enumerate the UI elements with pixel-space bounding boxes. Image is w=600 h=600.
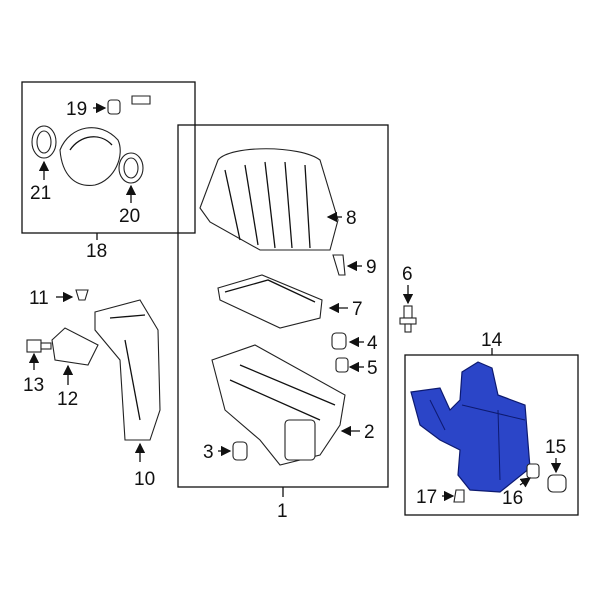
callout-13: 13 [23, 375, 44, 396]
callout-18: 18 [86, 241, 107, 262]
part-3-grommet[interactable] [232, 441, 248, 461]
callout-4: 4 [367, 333, 378, 354]
part-17-clip[interactable] [453, 489, 465, 503]
callout-10: 10 [134, 469, 155, 490]
callout-20: 20 [119, 206, 140, 227]
callout-17: 17 [416, 487, 437, 508]
part-19-sensor[interactable] [107, 95, 151, 115]
callout-19: 19 [66, 99, 87, 120]
group-box-18 [21, 81, 196, 234]
part-10-intake-duct[interactable] [94, 299, 161, 441]
callout-15: 15 [545, 437, 566, 458]
part-14-air-duct-highlighted[interactable] [410, 361, 531, 493]
part-20-clamp[interactable] [118, 152, 144, 184]
callout-9: 9 [366, 257, 377, 278]
callout-8: 8 [346, 208, 357, 229]
callout-2: 2 [364, 422, 375, 443]
part-5-bushing[interactable] [335, 357, 349, 373]
part-8-air-cleaner-cover[interactable] [199, 148, 339, 251]
callout-5: 5 [367, 358, 378, 379]
callout-6: 6 [402, 264, 413, 285]
part-4-grommet[interactable] [331, 332, 347, 350]
part-9-hose-clip[interactable] [332, 254, 346, 276]
part-21-clamp[interactable] [31, 125, 57, 159]
callout-1: 1 [277, 501, 288, 522]
callout-21: 21 [30, 183, 51, 204]
part-16-bushing[interactable] [526, 463, 540, 479]
part-13-bolt[interactable] [26, 339, 52, 353]
callout-14: 14 [481, 330, 503, 351]
callout-7: 7 [352, 299, 363, 320]
part-2-air-cleaner-body[interactable] [211, 344, 346, 466]
part-7-air-filter[interactable] [217, 274, 323, 329]
part-6-bolt[interactable] [399, 305, 417, 333]
part-12-bracket[interactable] [51, 327, 99, 366]
callout-16: 16 [502, 488, 523, 509]
callout-3: 3 [203, 442, 214, 463]
part-11-clip[interactable] [75, 289, 89, 301]
part-15-grommet[interactable] [547, 474, 567, 493]
callout-12: 12 [57, 389, 78, 410]
part-18-intake-hose[interactable] [59, 127, 121, 186]
callout-11: 11 [29, 288, 49, 309]
